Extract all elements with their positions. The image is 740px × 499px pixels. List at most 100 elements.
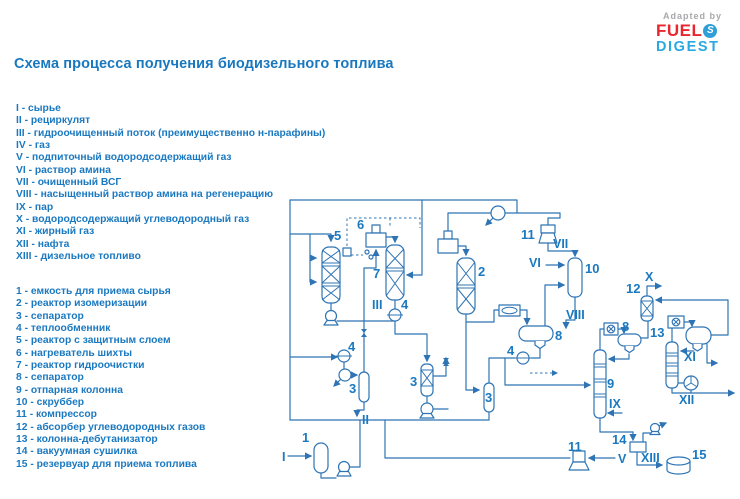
hydrotreating-reactor-7 bbox=[385, 244, 405, 301]
control-valve-b bbox=[443, 358, 449, 366]
equipment-legend-item-1: 2 - реактор изомеризации bbox=[16, 298, 148, 310]
diagram-label-13-9: 13 bbox=[650, 325, 664, 340]
recycle-gas-cooler bbox=[485, 205, 506, 226]
air-cooler-after-reactor-2 bbox=[498, 304, 521, 317]
equipment-legend-item-10: 11 - компрессор bbox=[16, 409, 97, 421]
stream-legend-item-9: X - водородсодержащий углеводородный газ bbox=[16, 214, 250, 226]
stream-legend-item-10: XI - жирный газ bbox=[16, 226, 95, 238]
adapted-by-text: Adapted by bbox=[662, 11, 722, 21]
separator-3b bbox=[420, 363, 434, 397]
stream-legend-item-4: V - подпиточный водородсодержащий газ bbox=[16, 152, 232, 164]
heat-exchanger-4b bbox=[336, 349, 352, 363]
debutanizer-column-13 bbox=[665, 341, 679, 389]
diagram-label-3-14: 3 bbox=[410, 374, 417, 389]
feed-pump-1 bbox=[336, 460, 352, 477]
feed-vessel-1 bbox=[313, 442, 329, 474]
diagram-label-10-5: 10 bbox=[585, 261, 599, 276]
logo-fuel-text: FUEL bbox=[655, 21, 703, 40]
diagram-label-3-15: 3 bbox=[485, 390, 492, 405]
amine-scrubber-10 bbox=[567, 257, 583, 298]
diagram-label-11-19: 11 bbox=[568, 439, 582, 454]
equipment-symbols bbox=[313, 205, 712, 477]
fan-cooler-13 bbox=[683, 375, 699, 391]
air-cooler-column-13 bbox=[667, 315, 685, 329]
diagram-label-4-10: 4 bbox=[401, 297, 409, 312]
diagram-label-15-20: 15 bbox=[692, 447, 706, 462]
equipment-legend-item-0: 1 - емкость для приема сырья bbox=[16, 286, 171, 297]
logo-s-swirl-icon: S bbox=[703, 23, 718, 38]
stream-legend-item-2: III - гидроочищенный поток (преимуществе… bbox=[16, 127, 326, 139]
fuels-digest-logo: Adapted by FUEL S DIGEST bbox=[656, 12, 722, 55]
diagram-label-4-11: 4 bbox=[348, 339, 356, 354]
instrument-lines bbox=[346, 217, 558, 376]
separator-3a bbox=[358, 371, 370, 403]
vacuum-pump-14 bbox=[649, 422, 661, 436]
diagram-label-11-4: 11 bbox=[521, 227, 535, 242]
equipment-legend-item-9: 10 - скруббер bbox=[16, 397, 85, 409]
diagram-label-I-21: I bbox=[282, 450, 285, 464]
stream-legend-item-8: IX - пар bbox=[16, 201, 54, 213]
equipment-legend-item-14: 15 - резервуар для приема топлива bbox=[16, 458, 197, 470]
guard-reactor-5 bbox=[321, 246, 341, 304]
control-valve-a bbox=[361, 329, 367, 337]
diagram-label-VI-25: VI bbox=[529, 256, 541, 270]
stream-legend-item-5: VI - раствор амина bbox=[16, 164, 111, 176]
equipment-legend-item-4: 5 - реактор с защитным слоем bbox=[16, 335, 171, 347]
stream-legend-item-6: VII - очищенный ВСГ bbox=[16, 177, 122, 189]
equipment-legend-item-6: 7 - реактор гидроочистки bbox=[16, 360, 145, 372]
diagram-label-XII-31: XII bbox=[679, 393, 694, 407]
product-tank-15 bbox=[666, 456, 691, 475]
page-title: Схема процесса получения биодизельного т… bbox=[14, 56, 394, 72]
logo-digest-text: DIGEST bbox=[655, 39, 720, 55]
heat-exchanger-4a bbox=[387, 308, 403, 322]
equipment-legend-item-8: 9 - отпарная колонна bbox=[16, 384, 123, 396]
equipment-legend-item-3: 4 - теплообменник bbox=[16, 323, 111, 335]
pump-under-separator-3b bbox=[419, 402, 435, 419]
recycle-compressor-11-top bbox=[538, 224, 558, 244]
diagram-label-III-23: III bbox=[372, 298, 382, 312]
stream-legend-item-11: XII - нафта bbox=[16, 238, 70, 250]
isomerization-reactor-2 bbox=[456, 257, 476, 315]
diagram-label-2-3: 2 bbox=[478, 264, 485, 279]
vacuum-dryer-14 bbox=[629, 441, 647, 453]
diagram-label-VII-26: VII bbox=[553, 237, 568, 251]
diagram-label-8-8: 8 bbox=[622, 319, 629, 334]
charge-heater-6 bbox=[365, 224, 387, 248]
air-cooler-column-9 bbox=[603, 322, 619, 336]
equipment-legend-item-13: 14 - вакуумная сушилка bbox=[16, 446, 138, 458]
diagram-label-7-2: 7 bbox=[373, 266, 380, 281]
reflux-drum-13 bbox=[685, 326, 712, 352]
diagram-label-1-17: 1 bbox=[302, 430, 309, 445]
equipment-legend-item-5: 6 - нагреватель шихты bbox=[16, 347, 133, 359]
diagram-label-6-1: 6 bbox=[357, 217, 364, 232]
separator-8a bbox=[518, 325, 554, 350]
diagram-label-14-18: 14 bbox=[612, 432, 627, 447]
equipment-legend-item-2: 3 - сепаратор bbox=[16, 310, 84, 322]
gas-absorber-12 bbox=[640, 295, 654, 322]
diagram-label-II-22: II bbox=[362, 413, 369, 427]
diagram-label-XIII-32: XIII bbox=[641, 451, 660, 465]
diagram-label-8-7: 8 bbox=[555, 328, 562, 343]
diagram-label-4-12: 4 bbox=[507, 343, 515, 358]
stream-legend-item-3: IV - газ bbox=[16, 140, 51, 152]
diagram-label-IX-28: IX bbox=[609, 397, 621, 411]
makeup-compressor-11-bottom bbox=[568, 450, 590, 471]
separator-8b bbox=[617, 333, 642, 354]
diagram-label-5-0: 5 bbox=[334, 228, 341, 243]
diagram-label-V-24: V bbox=[618, 452, 627, 466]
diagram-label-VIII-27: VIII bbox=[566, 308, 585, 322]
stream-legend-item-12: XIII - дизельное топливо bbox=[16, 251, 141, 263]
stream-legend-item-7: VIII - насыщенный раствор амина на реген… bbox=[16, 189, 274, 201]
equipment-legend-item-11: 12 - абсорбер углеводородных газов bbox=[16, 421, 206, 433]
diagram-label-XI-30: XI bbox=[684, 350, 696, 364]
diagram-label-3-13: 3 bbox=[349, 381, 356, 396]
diagram-label-X-29: X bbox=[645, 270, 654, 284]
heat-exchanger-4c bbox=[515, 351, 531, 365]
instrument-controller bbox=[342, 247, 374, 260]
separator-3c bbox=[483, 382, 495, 413]
equipment-legend-item-12: 13 - колонна-дебутанизатор bbox=[16, 434, 158, 446]
